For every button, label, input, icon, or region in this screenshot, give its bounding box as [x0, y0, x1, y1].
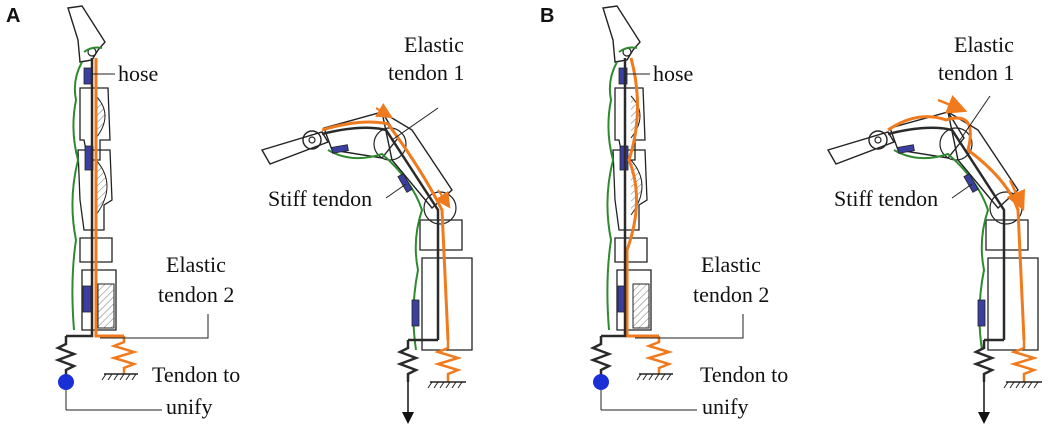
label-tendon-to-unify-a-line1: Tendon to — [152, 362, 240, 387]
stiff-tendon-path-a — [66, 58, 94, 338]
panel-letter-a: A — [6, 5, 20, 27]
label-tendon-to-unify-b-line1: Tendon to — [700, 362, 788, 387]
panel-a: A hose Tendon to unify Elastic tendon 2 — [6, 5, 473, 424]
label-elastic-tendon-1-b-line2: tendon 1 — [938, 60, 1014, 85]
label-stiff-tendon-a: Stiff tendon — [268, 186, 372, 211]
label-tendon-to-unify-a-line2: unify — [166, 394, 212, 419]
label-hose-b: hose — [653, 61, 693, 86]
bent-finger-a — [261, 103, 473, 424]
label-elastic-tendon-2-a-line2: tendon 2 — [158, 282, 234, 307]
unify-node-a — [58, 374, 74, 390]
label-elastic-tendon-1-a-line2: tendon 1 — [388, 60, 464, 85]
straight-finger-b — [589, 5, 744, 411]
bent-finger-b — [827, 95, 1042, 424]
label-stiff-tendon-b: Stiff tendon — [834, 186, 938, 211]
stiff-spring-a — [54, 336, 78, 378]
label-elastic-tendon-1-a-line1: Elastic — [404, 32, 464, 57]
elastic-tendon-path-a — [94, 58, 124, 338]
label-tendon-to-unify-b-line2: unify — [702, 394, 748, 419]
label-elastic-tendon-2-b-line2: tendon 2 — [693, 282, 769, 307]
label-hose-a: hose — [118, 61, 158, 86]
panel-b: B hose Tendon to unify Elastic tendon 2 — [540, 5, 1042, 424]
label-elastic-tendon-1-b-line1: Elastic — [954, 32, 1014, 57]
label-elastic-tendon-2-a-line1: Elastic — [166, 252, 226, 277]
panel-letter-b: B — [540, 5, 554, 27]
label-elastic-tendon-2-b-line1: Elastic — [701, 252, 761, 277]
elastic-spring-a — [109, 336, 139, 374]
